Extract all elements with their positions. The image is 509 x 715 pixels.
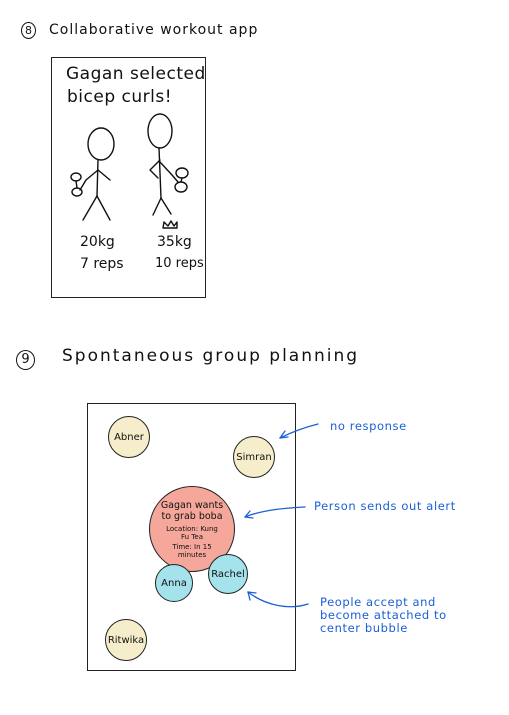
section-title-spontaneous-planning: Spontaneous group planning <box>62 346 360 366</box>
bubble-anna[interactable]: Anna <box>155 564 193 602</box>
alert-line2: to grab boba <box>161 510 223 522</box>
alert-line1: Gagan wants <box>160 499 224 511</box>
left-reps: 7 reps <box>80 256 124 272</box>
left-weight: 20kg <box>80 234 115 250</box>
annotation-no-response: no response <box>330 419 407 433</box>
alert-location: Location: Kung Fu Tea <box>166 524 218 541</box>
annotation-accept-line1: People accept and <box>320 595 436 609</box>
workout-headline-line1: Gagan selected <box>66 64 206 84</box>
section-number-8: 8 <box>21 22 36 39</box>
section-number-9: 9 <box>16 350 35 370</box>
bubble-simran[interactable]: Simran <box>233 436 275 478</box>
annotation-accept-line2: become attached to <box>320 608 447 622</box>
right-weight: 35kg <box>157 234 192 250</box>
bubble-ritwika[interactable]: Ritwika <box>105 619 147 661</box>
bubble-rachel[interactable]: Rachel <box>208 554 248 594</box>
section-title-collaborative-workout: Collaborative workout app <box>49 22 259 38</box>
bubble-abner[interactable]: Abner <box>108 416 150 458</box>
annotation-sends-alert: Person sends out alert <box>314 499 456 513</box>
annotation-accept-line3: center bubble <box>320 621 408 635</box>
right-reps: 10 reps <box>155 256 204 271</box>
workout-headline-line2: bicep curls! <box>67 87 173 107</box>
alert-time: Time: In 15 minutes <box>172 542 212 559</box>
